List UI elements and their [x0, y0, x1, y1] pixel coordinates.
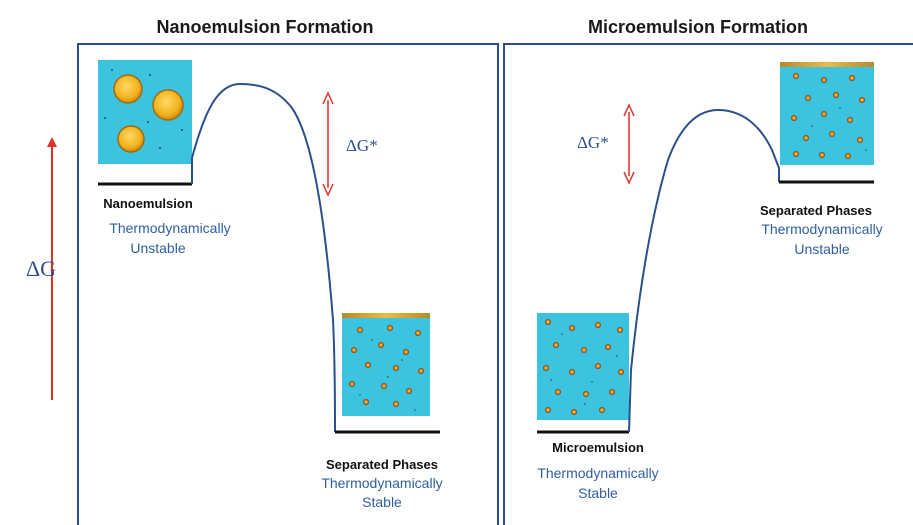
- left-start-state-desc-1: Thermodynamically: [109, 220, 230, 236]
- left-end-state-desc-2: Stable: [362, 494, 402, 510]
- left-start-state-name: Nanoemulsion: [103, 196, 193, 211]
- right-energy-curve: [628, 108, 780, 433]
- left-end-state-name: Separated Phases: [326, 457, 438, 472]
- left-panel-frame: [77, 43, 499, 525]
- left-energy-curve: [191, 82, 336, 433]
- right-start-state-desc-2: Stable: [578, 485, 618, 501]
- left-barrier-label: ΔG*: [346, 136, 378, 155]
- right-start-state-desc-1: Thermodynamically: [537, 465, 658, 481]
- right-end-state-desc-1: Thermodynamically: [761, 221, 882, 237]
- microemulsion-droplets-icon: [537, 313, 629, 420]
- right-barrier-arrow: [623, 103, 635, 185]
- right-panel-frame: [503, 43, 913, 525]
- separated-phases-icon: [780, 62, 874, 165]
- separated-phases-icon: [342, 313, 430, 416]
- left-start-state-desc-2: Unstable: [130, 240, 185, 256]
- right-barrier-label: ΔG*: [577, 133, 609, 152]
- right-end-state-name: Separated Phases: [760, 203, 872, 218]
- delta-g-axis-label: ΔG: [26, 256, 56, 281]
- right-panel-title: Microemulsion Formation: [588, 17, 808, 37]
- left-barrier-arrow: [322, 91, 334, 197]
- right-start-state-name: Microemulsion: [552, 440, 644, 455]
- right-end-state-desc-2: Unstable: [794, 241, 849, 257]
- left-panel-title: Nanoemulsion Formation: [156, 17, 373, 37]
- left-end-state-desc-1: Thermodynamically: [321, 475, 442, 491]
- nanoemulsion-droplets-icon: [98, 60, 192, 164]
